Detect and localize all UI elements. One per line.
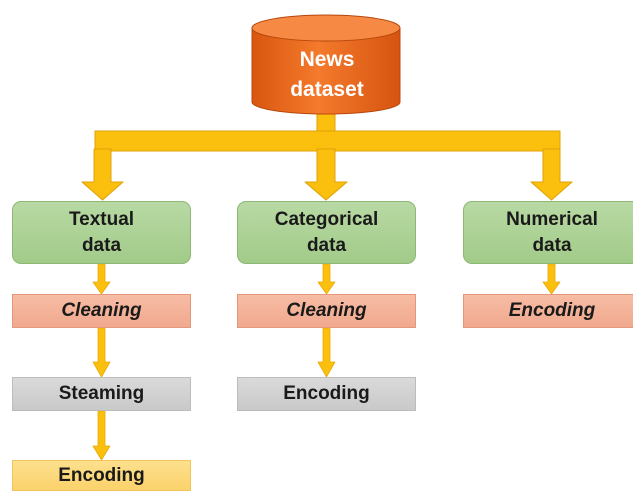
numerical-encoding-step: Encoding <box>463 294 633 328</box>
arrow-cleaning-to-encoding <box>317 327 336 378</box>
arrow-textual-to-cleaning <box>92 263 111 295</box>
arrow-categorical-to-cleaning <box>317 263 336 295</box>
arrow-to-numerical <box>530 148 573 201</box>
arrow-steaming-to-encoding <box>92 410 111 461</box>
categorical-cleaning-step: Cleaning <box>237 294 416 328</box>
trunk-stem <box>316 111 336 134</box>
arrow-to-textual <box>81 148 124 201</box>
numerical-data-node: Numerical data <box>463 201 633 264</box>
arrow-to-categorical <box>304 148 348 201</box>
categorical-data-node: Categorical data <box>237 201 416 264</box>
textual-encoding-step: Encoding <box>12 460 191 491</box>
arrow-cleaning-to-steaming <box>92 327 111 378</box>
database-icon <box>251 14 401 115</box>
arrow-numerical-to-encoding <box>542 263 561 295</box>
textual-cleaning-step: Cleaning <box>12 294 191 328</box>
distribution-bar <box>94 130 561 152</box>
categorical-encoding-step: Encoding <box>237 377 416 411</box>
news-dataset-label: News dataset <box>290 47 364 101</box>
textual-data-node: Textual data <box>12 201 191 264</box>
textual-steaming-step: Steaming <box>12 377 191 411</box>
